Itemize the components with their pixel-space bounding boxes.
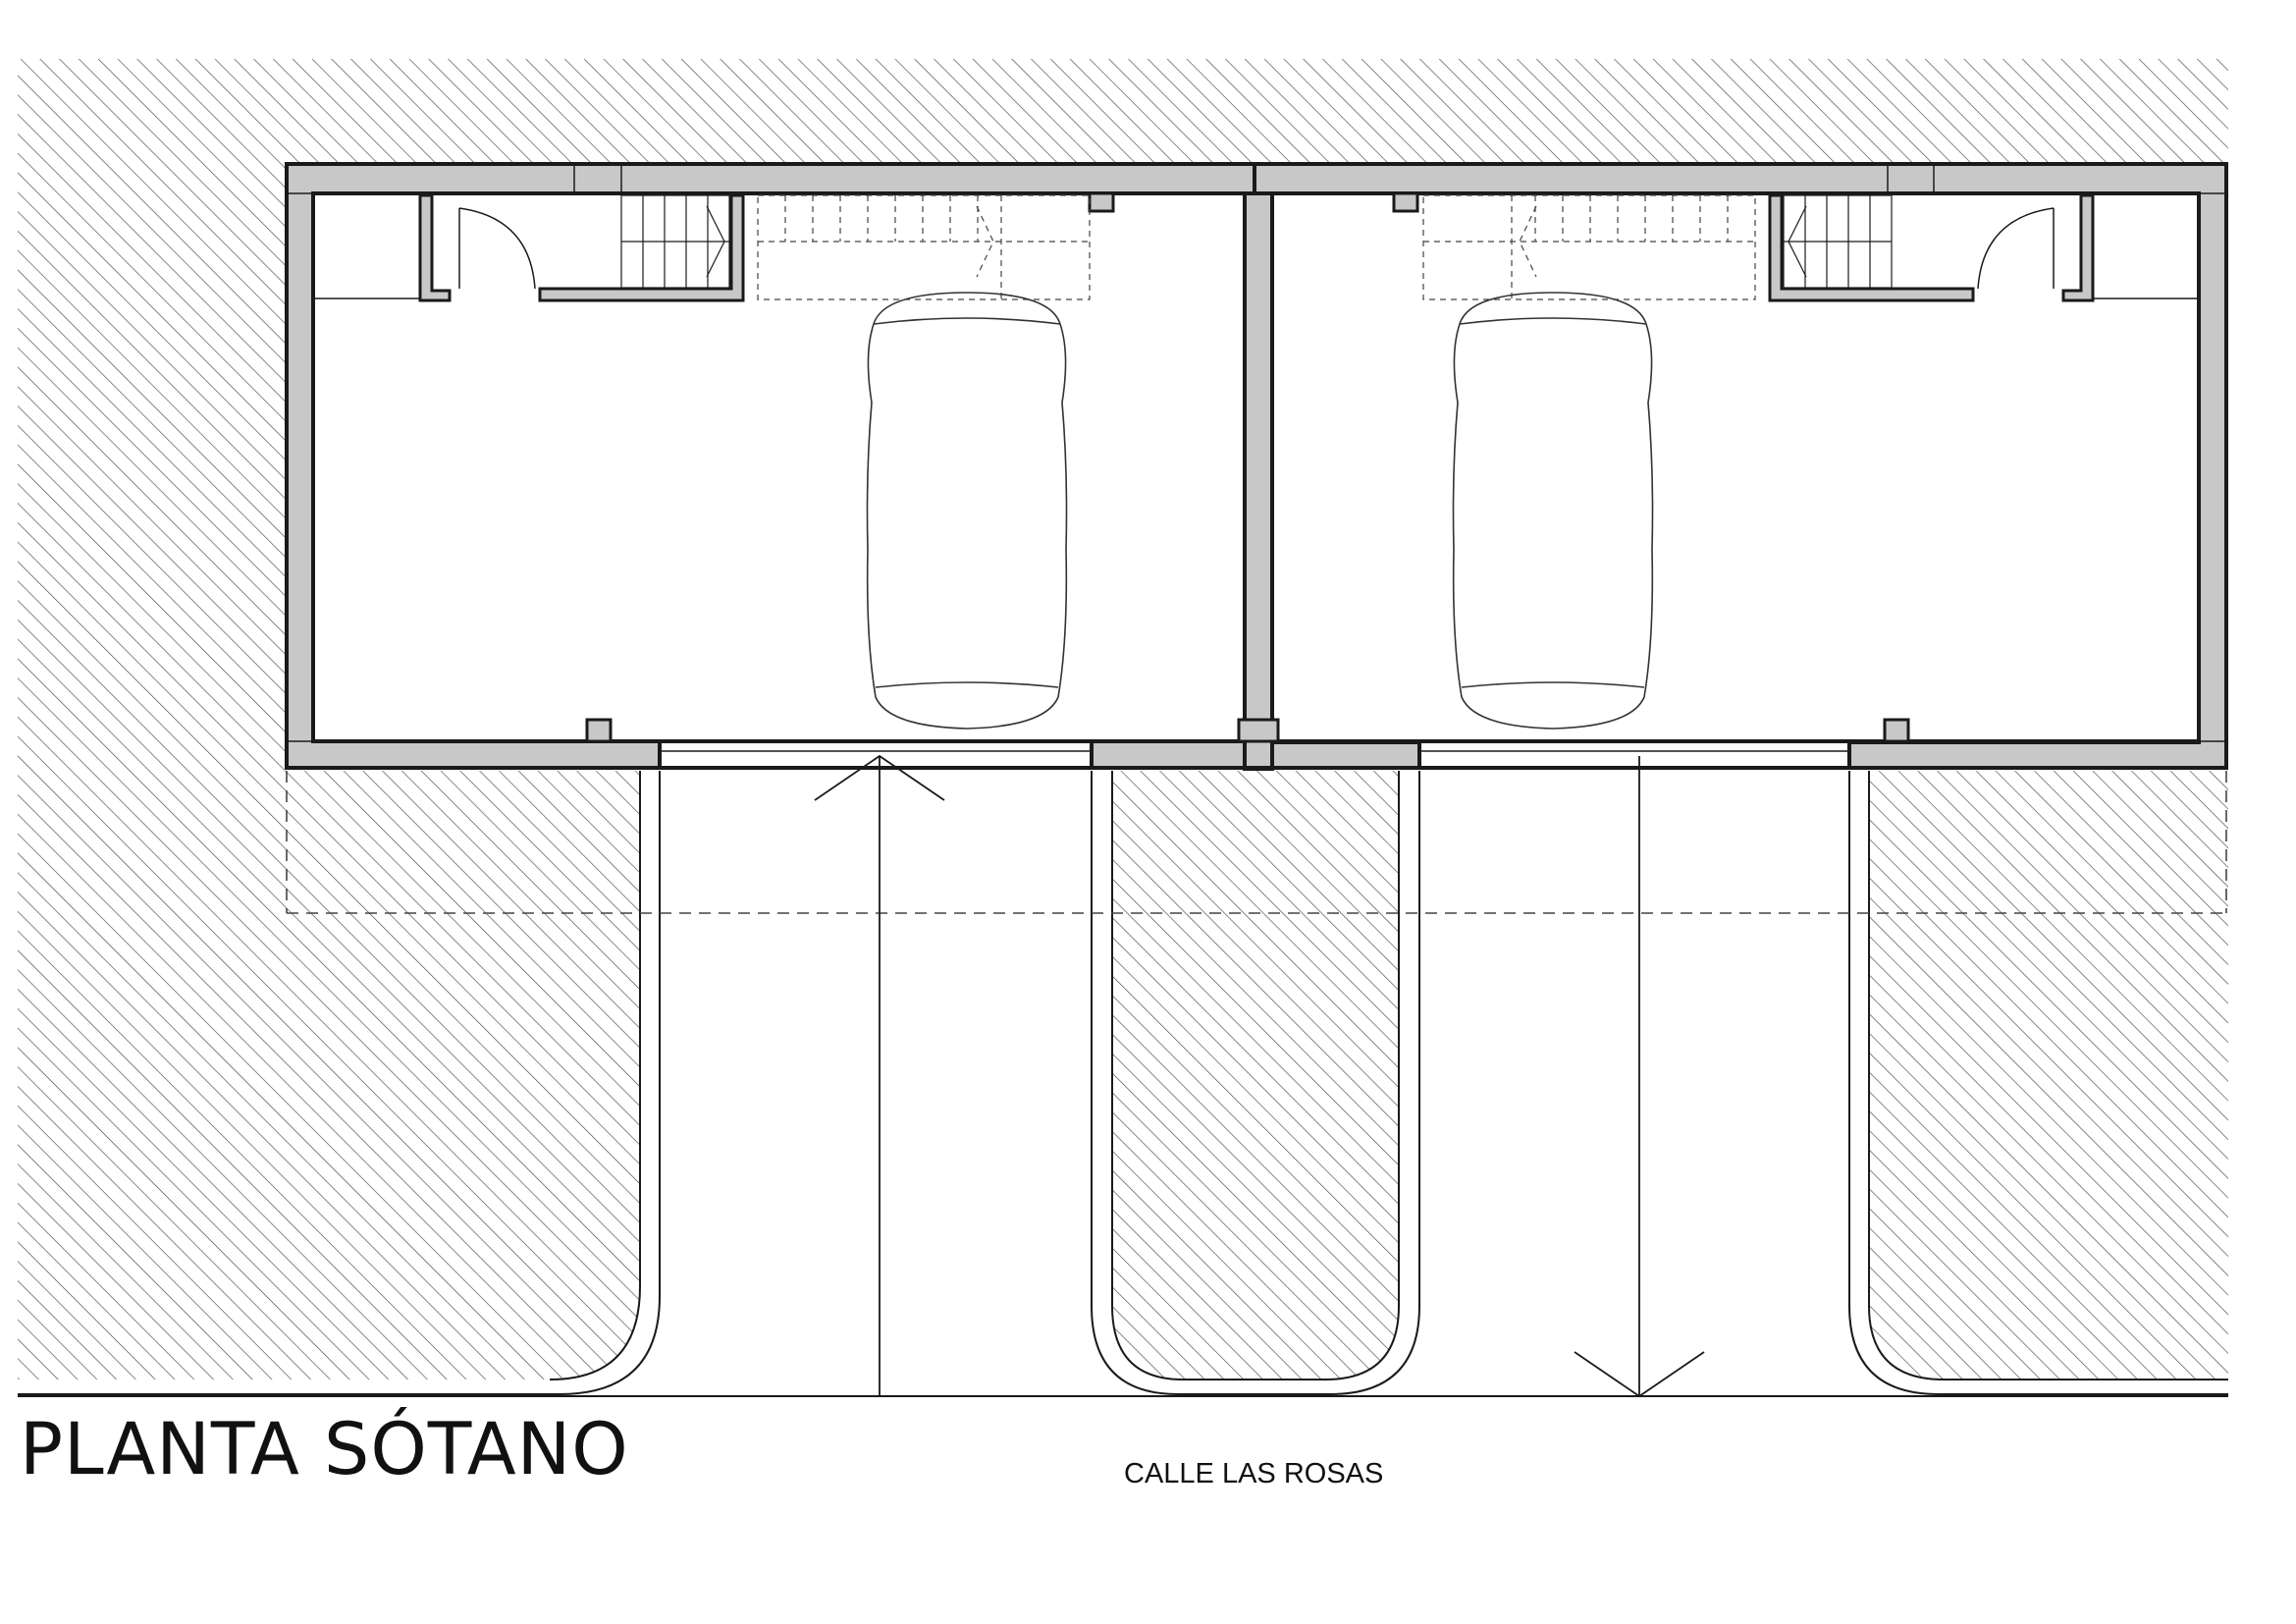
terrain-middle-garden [1112, 771, 1399, 1380]
car-left [866, 292, 1068, 730]
curb-right-inner [1868, 771, 2228, 1380]
left-door-swing [458, 207, 536, 290]
car-right [1452, 292, 1654, 730]
entry-arrow-head [814, 754, 945, 801]
curb-middle-outer [1091, 771, 1420, 1395]
curb-right-outer [1848, 771, 2228, 1395]
exit-arrow-head [1574, 1351, 1705, 1398]
left-stair-wall [538, 193, 745, 302]
wall-joints [287, 164, 2226, 742]
right-door-swing [1977, 207, 2055, 290]
upper-floor-outline [286, 771, 2227, 914]
plan-title: PLANTA SÓTANO [20, 1408, 629, 1491]
right-closet-wall [2061, 193, 2095, 302]
curb-left-outer [18, 771, 661, 1395]
garage-doors [660, 740, 1849, 752]
party-wall [1243, 191, 1274, 771]
terrain-hatch [18, 59, 2228, 1380]
right-stair-wall [1768, 193, 1975, 302]
terrain-left [18, 162, 285, 771]
wall-edges [285, 162, 2228, 770]
left-unit-core [314, 193, 1091, 302]
access-arrows [814, 754, 1705, 1398]
columns [585, 191, 1910, 743]
terrain-lower-right [1869, 771, 2228, 1380]
right-unit-core [1422, 193, 2197, 302]
curb-left [549, 771, 641, 1380]
curb-middle-inner [1111, 771, 1400, 1380]
street-label: CALLE LAS ROSAS [1124, 1458, 1384, 1489]
left-closet-wall [418, 193, 452, 302]
terrain-lower-left [18, 771, 640, 1380]
terrain-top [18, 59, 2228, 162]
curbs [18, 771, 2228, 1395]
